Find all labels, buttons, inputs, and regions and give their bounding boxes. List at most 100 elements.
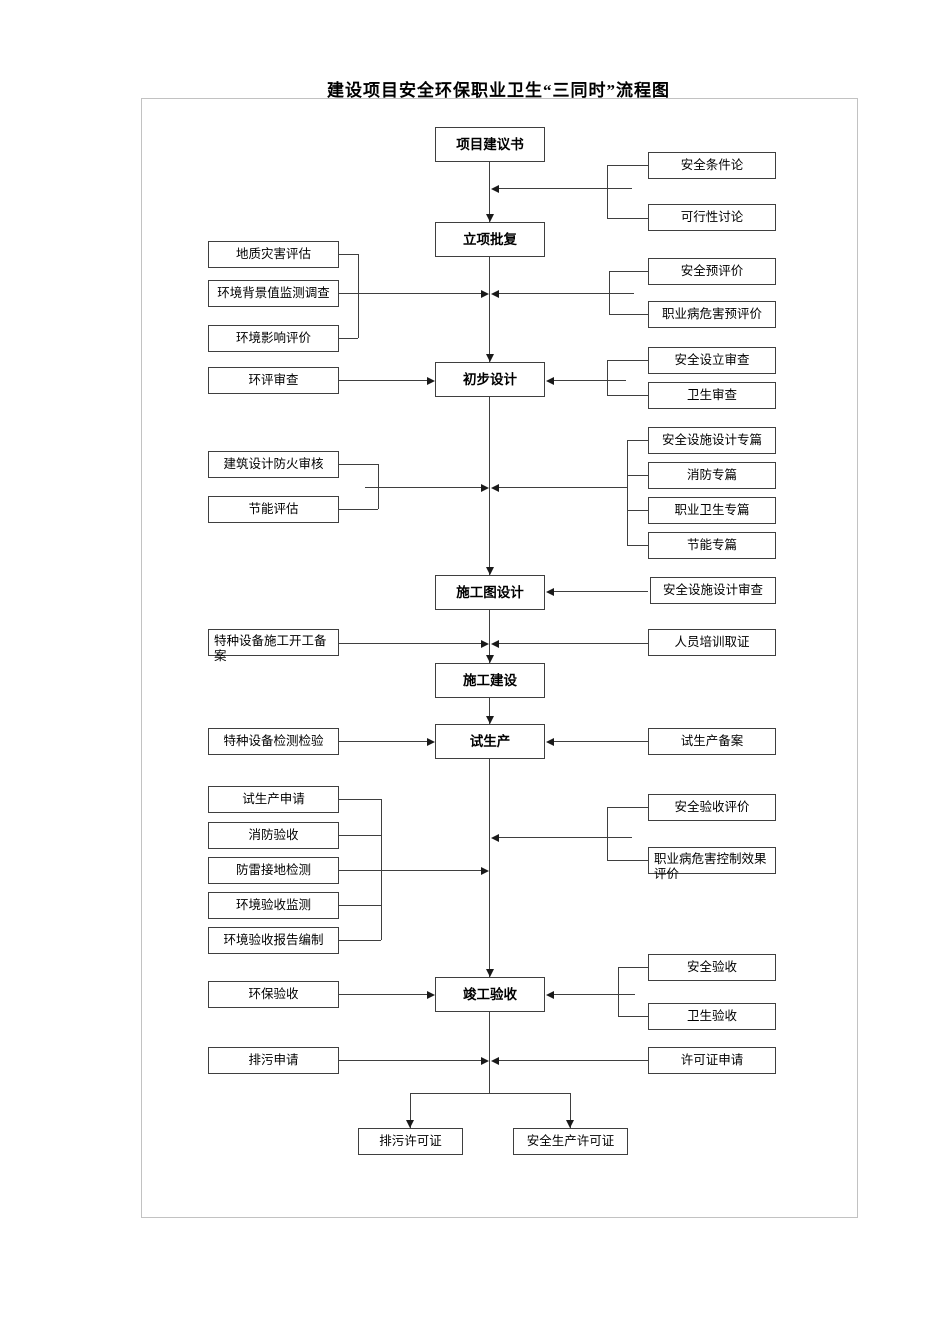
node-health-review: 卫生审查 — [648, 382, 776, 409]
connector-line — [627, 475, 648, 476]
arrowhead-right — [481, 640, 489, 648]
node-project-approval: 立项批复 — [435, 222, 545, 257]
arrowhead-left — [491, 640, 499, 648]
arrowhead-left — [546, 588, 554, 596]
connector-line — [489, 257, 490, 362]
arrowhead-down — [486, 716, 494, 724]
node-fire-acceptance: 消防验收 — [208, 822, 339, 849]
connector-line — [607, 395, 648, 396]
connector-line — [339, 464, 378, 465]
node-personnel-training-certification: 人员培训取证 — [648, 629, 776, 656]
node-safety-facility-design-chapter: 安全设施设计专篇 — [648, 427, 776, 454]
connector-line — [378, 464, 379, 509]
arrowhead-left — [491, 484, 499, 492]
arrowhead-left — [491, 834, 499, 842]
node-trial-production-filing: 试生产备案 — [648, 728, 776, 755]
arrowhead-left — [546, 377, 554, 385]
node-energy-saving-chapter: 节能专篇 — [648, 532, 776, 559]
node-permit-application: 许可证申请 — [648, 1047, 776, 1074]
node-feasibility-discussion: 可行性讨论 — [648, 204, 776, 231]
node-discharge-permit: 排污许可证 — [358, 1128, 463, 1155]
connector-line — [410, 1093, 570, 1094]
node-construction-drawing-design: 施工图设计 — [435, 575, 545, 610]
connector-line — [489, 1012, 490, 1093]
node-safety-production-permit: 安全生产许可证 — [513, 1128, 628, 1155]
node-occupational-health-chapter: 职业卫生专篇 — [648, 497, 776, 524]
connector-line — [358, 254, 359, 338]
node-env-protection-acceptance: 环保验收 — [208, 981, 339, 1008]
connector-line — [618, 1016, 648, 1017]
connector-line — [339, 1060, 483, 1061]
arrowhead-right — [427, 377, 435, 385]
node-occupational-hazard-control-evaluation: 职业病危害控制效果评价 — [648, 847, 776, 881]
connector-line — [339, 338, 358, 339]
arrowhead-right — [481, 867, 489, 875]
connector-line — [607, 807, 608, 860]
connector-line — [489, 759, 490, 977]
connector-line — [607, 360, 648, 361]
connector-line — [570, 1093, 571, 1128]
arrowhead-down — [486, 354, 494, 362]
arrowhead-down — [566, 1120, 574, 1128]
connector-line — [339, 293, 483, 294]
arrowhead-down — [486, 567, 494, 575]
connector-line — [339, 254, 358, 255]
node-safety-establishment-review: 安全设立审查 — [648, 347, 776, 374]
connector-line — [618, 967, 619, 1016]
node-special-equipment-inspection: 特种设备检测检验 — [208, 728, 339, 755]
connector-line — [410, 1093, 411, 1128]
connector-line — [552, 591, 648, 592]
connector-line — [339, 380, 429, 381]
connector-line — [496, 837, 632, 838]
arrowhead-down — [486, 214, 494, 222]
connector-line — [489, 610, 490, 663]
connector-line — [339, 905, 381, 906]
connector-line — [339, 940, 381, 941]
node-env-acceptance-monitoring: 环境验收监测 — [208, 892, 339, 919]
connector-line — [339, 994, 429, 995]
connector-line — [496, 487, 627, 488]
connector-line — [339, 799, 381, 800]
node-safety-facility-design-review: 安全设施设计审查 — [650, 577, 776, 604]
node-safety-acceptance-evaluation: 安全验收评价 — [648, 794, 776, 821]
connector-line — [607, 218, 648, 219]
arrowhead-left — [491, 290, 499, 298]
node-env-impact-assessment: 环境影响评价 — [208, 325, 339, 352]
connector-line — [627, 440, 648, 441]
node-special-equipment-start-filing: 特种设备施工开工备案 — [208, 629, 339, 663]
node-energy-saving-assessment: 节能评估 — [208, 496, 339, 523]
connector-line — [339, 741, 429, 742]
connector-line — [489, 698, 490, 724]
arrowhead-right — [427, 738, 435, 746]
arrowhead-right — [427, 991, 435, 999]
connector-line — [365, 487, 483, 488]
arrowhead-right — [481, 1057, 489, 1065]
connector-line — [496, 188, 632, 189]
node-construction: 施工建设 — [435, 663, 545, 698]
node-env-assessment-review: 环评审查 — [208, 367, 339, 394]
connector-line — [489, 162, 490, 222]
connector-line — [627, 545, 648, 546]
connector-line — [381, 799, 382, 940]
arrowhead-down — [486, 969, 494, 977]
node-env-acceptance-report: 环境验收报告编制 — [208, 927, 339, 954]
node-fire-protection-chapter: 消防专篇 — [648, 462, 776, 489]
node-trial-production: 试生产 — [435, 724, 545, 759]
arrowhead-down — [486, 655, 494, 663]
connector-line — [489, 397, 490, 575]
node-completion-acceptance: 竣工验收 — [435, 977, 545, 1012]
connector-line — [609, 271, 610, 314]
node-safety-condition-review: 安全条件论 — [648, 152, 776, 179]
arrowhead-left — [546, 991, 554, 999]
node-building-fire-design-review: 建筑设计防火审核 — [208, 451, 339, 478]
arrowhead-left — [491, 1057, 499, 1065]
connector-line — [618, 967, 648, 968]
connector-line — [607, 807, 648, 808]
arrowhead-right — [481, 484, 489, 492]
arrowhead-down — [406, 1120, 414, 1128]
connector-line — [496, 293, 634, 294]
node-geological-disaster-assessment: 地质灾害评估 — [208, 241, 339, 268]
connector-line — [496, 643, 648, 644]
arrowhead-left — [546, 738, 554, 746]
node-safety-acceptance: 安全验收 — [648, 954, 776, 981]
